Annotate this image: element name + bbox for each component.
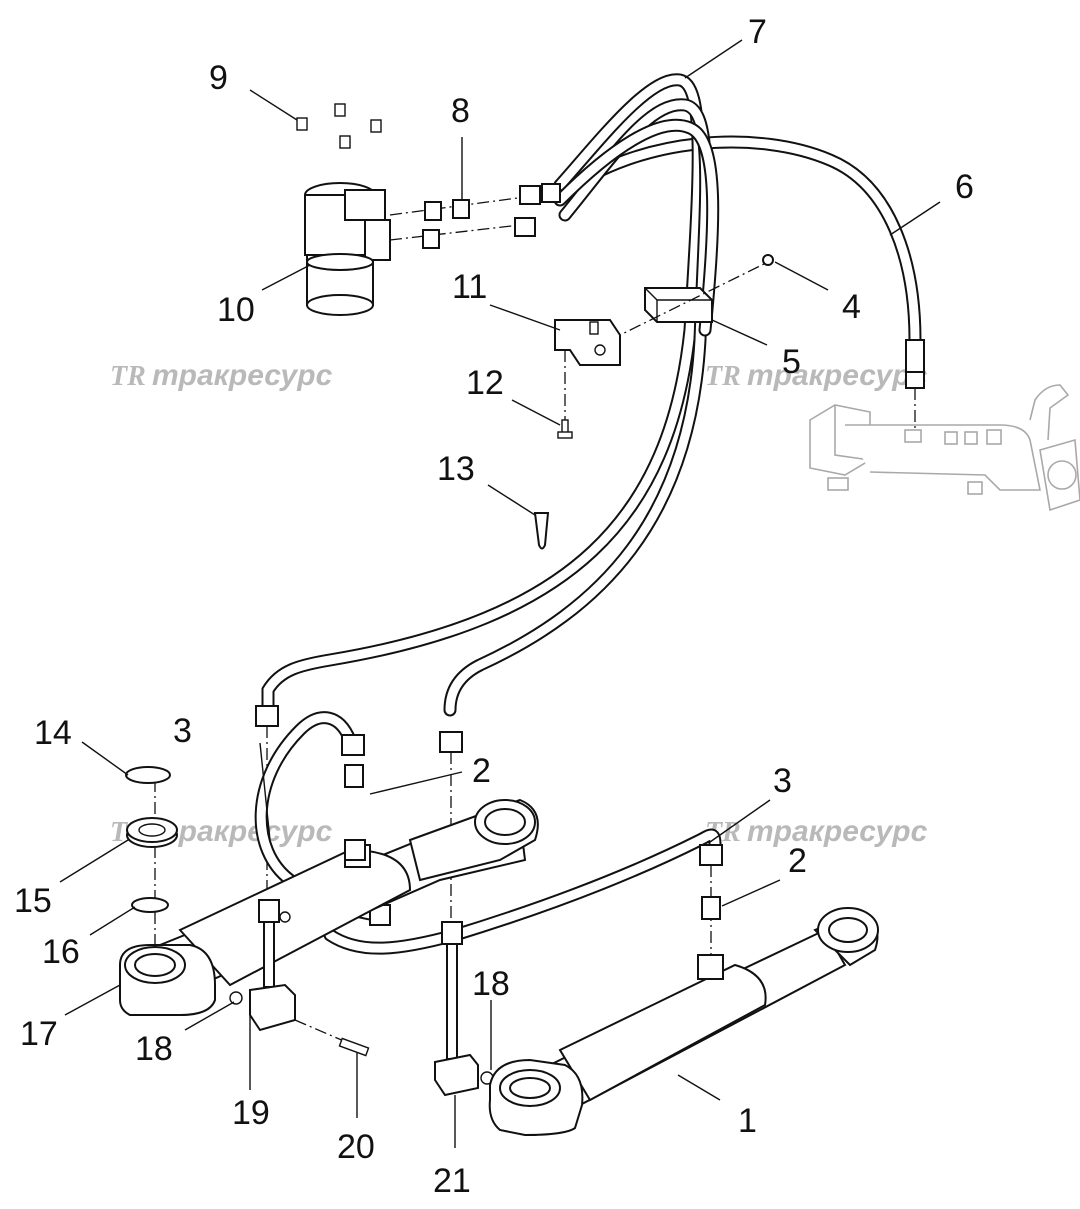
callout-12: 12	[466, 364, 504, 402]
fitting-2a	[344, 764, 364, 788]
callout-1: 1	[738, 1102, 757, 1140]
cylinder-left	[119, 780, 539, 1016]
callout-14: 14	[34, 714, 72, 752]
callout-13: 13	[437, 450, 475, 488]
callout-19: 19	[232, 1094, 270, 1132]
watermark-1: TR тракресурс	[110, 359, 333, 392]
callout-3b: 3	[773, 762, 792, 800]
o-ring-16	[131, 897, 169, 913]
adapter-8	[389, 183, 561, 249]
pin-13	[533, 512, 550, 550]
watermark-logo: TR	[110, 361, 146, 392]
callout-3: 3	[173, 712, 192, 750]
watermark-2: TR тракресурс	[705, 359, 928, 392]
callout-15: 15	[14, 882, 52, 920]
callout-20: 20	[337, 1128, 375, 1166]
bolt-12	[557, 350, 573, 439]
watermark-logo: TR	[705, 361, 741, 392]
callout-10: 10	[217, 291, 255, 329]
hose-7b	[443, 98, 713, 717]
callout-4: 4	[842, 288, 861, 326]
callout-16: 16	[42, 933, 80, 971]
callout-17: 17	[20, 1015, 58, 1053]
callout-2b: 2	[788, 842, 807, 880]
callout-2: 2	[472, 752, 491, 790]
pipe-19	[229, 899, 370, 1057]
hose-fitting	[439, 731, 463, 753]
watermark-4: TR тракресурс	[705, 815, 928, 848]
o-ring-14	[125, 766, 171, 784]
watermark-text: тракресурс	[152, 815, 333, 848]
watermark-text: тракресурс	[152, 359, 333, 392]
seal-15	[126, 817, 178, 848]
axle-housing-ghost	[809, 384, 1080, 512]
fitting-2b	[701, 896, 721, 920]
callout-6: 6	[955, 168, 974, 206]
cylinder-1-right	[488, 907, 879, 1137]
hose-6	[553, 135, 925, 430]
hose-7c	[553, 118, 720, 337]
clamp-5	[609, 254, 774, 341]
callout-7: 7	[748, 13, 767, 51]
steering-unit-10	[304, 182, 391, 316]
hose-fitting	[255, 705, 279, 727]
callout-18: 18	[135, 1030, 173, 1068]
callout-5: 5	[782, 343, 801, 381]
watermark-text: тракресурс	[747, 815, 928, 848]
pipe-21	[434, 921, 494, 1097]
fitting-2	[344, 839, 366, 861]
watermark-text: тракресурс	[747, 359, 928, 392]
callout-21: 21	[433, 1162, 471, 1200]
callouts: 1 2 2 3 3 4 5 6 7 8 9 10 11 12 13 14 15 …	[14, 13, 974, 1200]
callout-11: 11	[452, 268, 487, 306]
callout-9: 9	[209, 59, 228, 97]
bolts-9	[296, 103, 382, 149]
leader-lines	[59, 39, 941, 1148]
callout-8: 8	[451, 92, 470, 130]
callout-18b: 18	[472, 965, 510, 1003]
hose-7a	[261, 73, 705, 717]
bracket-11	[554, 319, 621, 366]
